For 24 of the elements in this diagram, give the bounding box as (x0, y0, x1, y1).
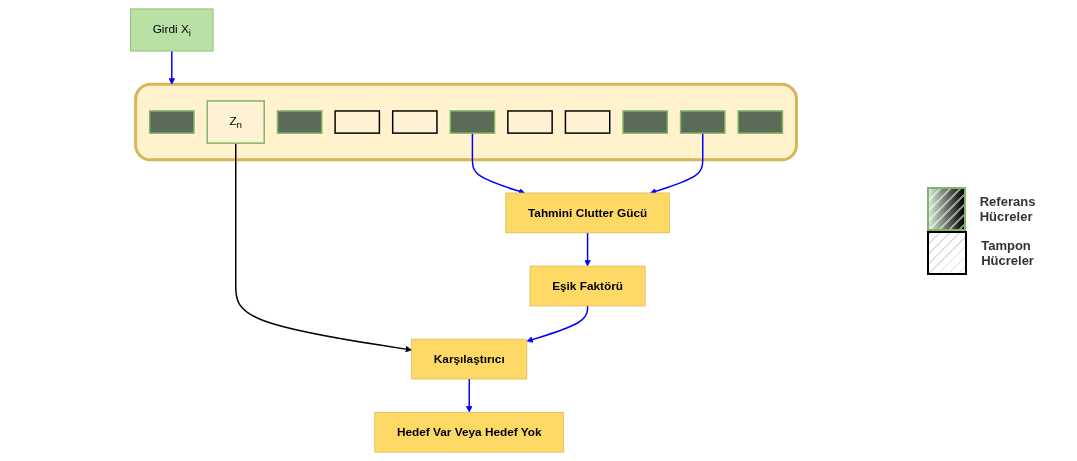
node-box (276, 110, 323, 134)
node-box: Karşılaştırıcı (411, 338, 528, 380)
arrow (168, 50, 176, 85)
node-box: Tahmini Clutter Gücü (505, 192, 670, 234)
node-box: Hedef Var Veya Hedef Yok (374, 411, 565, 453)
node-box (449, 110, 496, 134)
node-box (679, 110, 726, 134)
node-box: Eşik Faktörü (529, 265, 646, 307)
arrow (466, 378, 473, 413)
node-box (148, 110, 195, 134)
node-box (334, 110, 381, 134)
arrow (584, 232, 591, 267)
node-box (564, 110, 611, 134)
node-box: Z$_{n}$ (206, 100, 265, 144)
node-box (622, 110, 669, 134)
arrow (235, 142, 412, 353)
legend-label: Referans Hücreler (979, 193, 1037, 224)
arrow (526, 305, 589, 343)
node-box (507, 110, 553, 134)
node-box: Girdi X$_{i}$ (130, 8, 214, 52)
legend-label: Tampon Hücreler (981, 237, 1035, 268)
node-box (391, 110, 438, 134)
node-box (737, 110, 784, 134)
cluster (134, 82, 798, 162)
